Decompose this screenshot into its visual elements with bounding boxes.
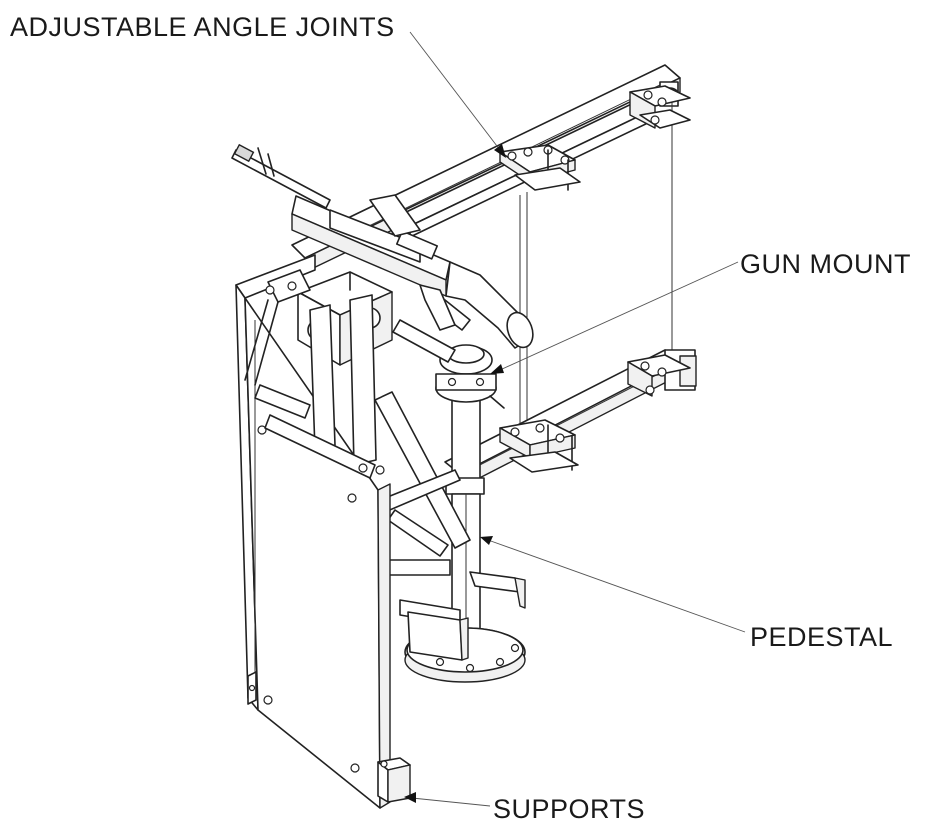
callout-supports: SUPPORTS [493, 794, 646, 824]
upper-angle-joint-left [499, 144, 581, 191]
leader-gun-mount [490, 261, 739, 374]
leader-pedestal [480, 536, 746, 633]
callout-gun-mount: GUN MOUNT [740, 249, 911, 279]
lower-angle-joint-left [499, 419, 579, 473]
gun-mount-cradle [392, 319, 505, 409]
lower-angle-joint-right [627, 354, 691, 397]
leader-supports [404, 792, 491, 807]
callout-adjustable-angle-joints: ADJUSTABLE ANGLE JOINTS [10, 12, 395, 42]
lower-beam [407, 571, 526, 661]
panel-bracket [244, 269, 311, 419]
callout-pedestal: PEDESTAL [750, 622, 894, 652]
support-frame [264, 294, 385, 479]
upper-angle-joint-right [629, 85, 691, 129]
support-foot-left [247, 671, 257, 705]
machine-gun [231, 143, 534, 349]
leader-adjustable-angle-joints [409, 31, 506, 158]
support-foot [377, 757, 411, 803]
brace-structure [374, 391, 471, 626]
